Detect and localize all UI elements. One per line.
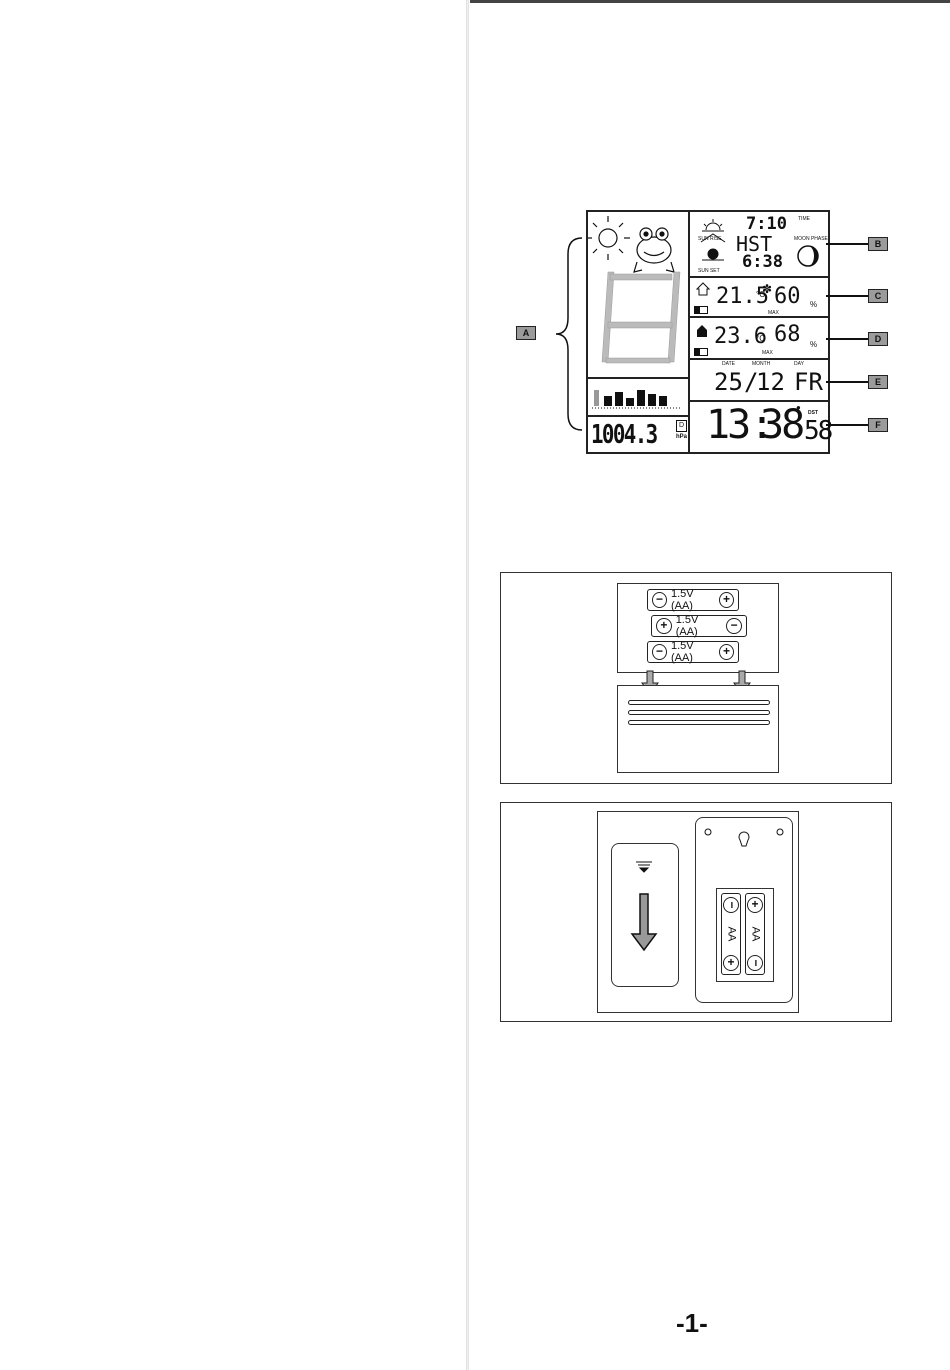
battery-1: − 1.5V (AA) + [647, 588, 739, 612]
forecast-area [586, 212, 688, 377]
clock-seconds: 58 [804, 416, 833, 446]
lcd-divider-graph [588, 377, 688, 379]
sensor-battery-2: + AA − [745, 893, 765, 975]
lcd-divider-pressure [588, 415, 688, 417]
moon-phase-icon [797, 245, 819, 267]
day-label: DAY [794, 361, 804, 367]
lead-f [826, 424, 868, 426]
sunset-time: 6:38 [742, 252, 783, 272]
page-fold [466, 0, 469, 1370]
radio-signal-icon: ● [796, 403, 801, 412]
callout-d: D [868, 332, 888, 346]
date-weekday: FR [794, 368, 823, 396]
callout-c: C [868, 289, 888, 303]
callout-e: E [868, 375, 888, 389]
indoor-temperature: 23.6 [714, 324, 767, 349]
indoor-house-icon [697, 325, 707, 337]
lead-b [826, 243, 868, 245]
lcd-divider-e [690, 400, 828, 402]
row-sun-moon: SUN RISE SUN SET 7:10 TIME HST 6:38 MOON… [690, 212, 828, 276]
row-indoor: 23.6 °C 68 % MAX [690, 318, 828, 360]
frog-ladder-icon [586, 216, 681, 364]
lead-d [826, 338, 868, 340]
clock-hours: 13 [706, 402, 751, 448]
lcd-divider-c [690, 316, 828, 318]
date-month: 12 [756, 368, 785, 396]
sunrise-sunset-icon [700, 219, 726, 261]
callout-a: A [516, 326, 536, 340]
sensor-battery-compartment: − AA + + AA − [716, 888, 774, 982]
lcd-display: 1004.3 D hPa SUN RISE SUN SET 7:10 TIME … [586, 210, 833, 454]
time-label: TIME [798, 216, 810, 222]
row-clock: 13 : 38 58 ● DST [690, 402, 833, 452]
outdoor-max-label: MAX [768, 310, 779, 316]
moon-phase-label: MOON PHASE [794, 236, 828, 242]
month-label: MONTH [752, 361, 771, 367]
sunrise-time: 7:10 [746, 214, 787, 234]
outdoor-house-icon [696, 282, 710, 296]
lcd-divider-vertical [688, 212, 690, 452]
sunrise-label: SUN RISE [698, 236, 722, 242]
sensor-battery-1: − AA + [721, 893, 741, 975]
callout-b: B [868, 237, 888, 251]
row-outdoor: 21.5 °C ✽ 60 % MAX [690, 278, 828, 318]
dst-label: DST [808, 410, 818, 416]
indoor-temp-unit: °C [756, 334, 765, 343]
sunset-label: SUN SET [698, 268, 720, 274]
main-battery-diagram: − 1.5V (AA) + + 1.5V (AA) − − 1.5V (AA) … [500, 572, 892, 784]
humidity-drop-icon: ✽ [762, 282, 773, 296]
battery-3: − 1.5V (AA) + [647, 640, 739, 664]
battery-2: + 1.5V (AA) − [651, 614, 747, 638]
outdoor-humidity-unit: % [810, 300, 818, 309]
sensor-battery-diagram: − AA + + AA − [500, 802, 892, 1022]
battery-low-icon [694, 306, 708, 314]
outdoor-humidity: 60 [774, 284, 801, 309]
lcd-divider-b [690, 276, 828, 278]
sensor-back: − AA + + AA − [695, 817, 793, 1003]
top-edge-line [470, 0, 950, 3]
timezone-label: HST [736, 232, 773, 256]
clock-colon: : [750, 402, 775, 448]
pressure-units: hPa [676, 434, 688, 440]
wall-mount-hole-icon [704, 828, 784, 847]
callout-f: F [868, 418, 888, 432]
lcd-divider-d [690, 358, 828, 360]
clock-minutes: 38 [760, 402, 805, 448]
date-separator: / [744, 368, 759, 396]
indoor-battery-icon [694, 348, 708, 356]
outdoor-temp-unit: °C [756, 290, 765, 299]
lead-e [826, 381, 868, 383]
sensor-cover [611, 843, 679, 987]
indoor-humidity: 68 [774, 322, 801, 347]
pressure-history-graph [592, 390, 682, 409]
outdoor-temperature: 21.5 [716, 284, 769, 309]
date-day: 25 [714, 368, 743, 396]
row-date: DATE MONTH DAY 25 / 12 FR [690, 360, 828, 400]
page-number: -1- [676, 1308, 708, 1338]
callout-a-brace [555, 237, 583, 431]
date-label: DATE [722, 361, 735, 367]
lead-c [826, 295, 868, 297]
battery-cover [617, 685, 779, 773]
pressure-unit-flag: D [676, 420, 687, 432]
indoor-max-label: MAX [762, 350, 773, 356]
indoor-humidity-unit: % [810, 340, 818, 349]
slide-down-arrow-icon [630, 861, 658, 952]
pressure-value: 1004.3 [591, 420, 658, 450]
